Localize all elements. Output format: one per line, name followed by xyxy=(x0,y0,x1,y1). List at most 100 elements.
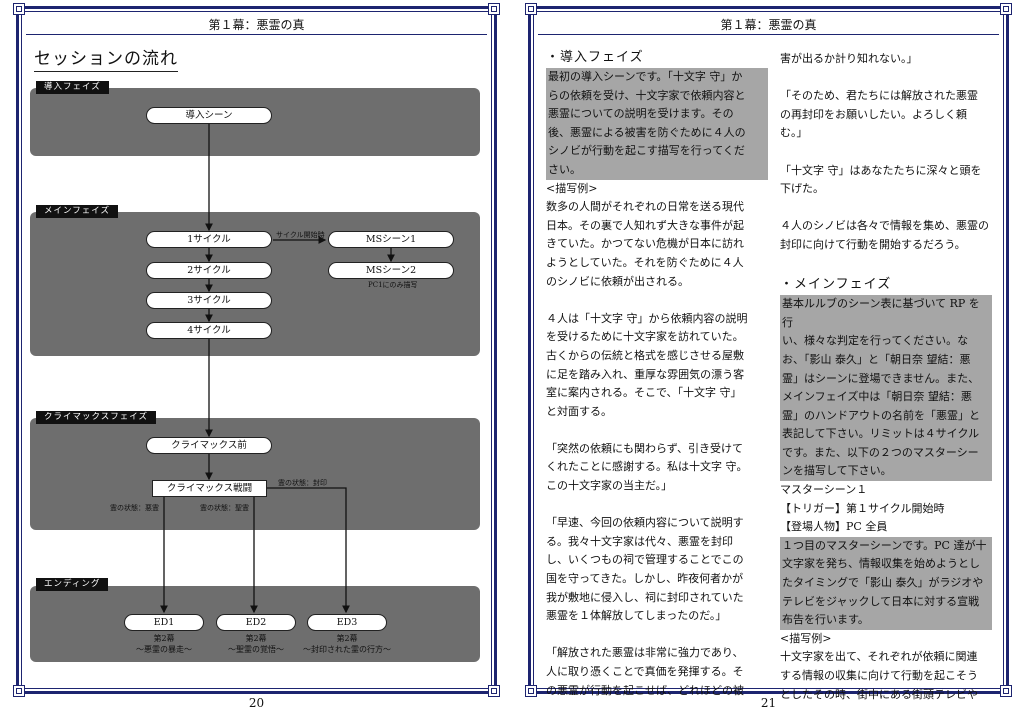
highlight-block: １つ目のマスターシーンです。PC 達が十 文字家を発ち、情報収集を始めようとし … xyxy=(780,536,992,630)
text-line: 布告を行います。 xyxy=(782,613,869,627)
text-line: を受けるために十文字家を訪れていた。 xyxy=(546,330,744,344)
text-line: む。」 xyxy=(780,126,808,140)
ending-caption-1: 第2幕 ～悪霊の暴走～ xyxy=(114,633,214,655)
header-rule xyxy=(26,34,487,35)
text-line: としたその時、街中にある街頭テレビや xyxy=(780,687,978,701)
text-line: 「突然の依頼にも関わらず、引き受けて xyxy=(546,441,744,455)
ending-subtitle: ～悪霊の暴走～ xyxy=(136,645,192,654)
note-state-sealed: 霊の状態：封印 xyxy=(278,479,327,487)
phase-label-intro: 導入フェイズ xyxy=(36,81,109,94)
text-line: 後、悪霊による被害を防ぐために４人の xyxy=(548,125,746,139)
text-line: 十文字家を出て、それぞれが依頼に関連 xyxy=(780,650,978,664)
example-label: <描写例> xyxy=(546,181,598,195)
page-frame xyxy=(528,6,1009,694)
text-line: 「解放された悪霊は非常に強力であり、 xyxy=(546,646,744,660)
text-line: 最初の導入シーンです。「十文字 守」か xyxy=(548,70,743,83)
section-title: セッションの流れ xyxy=(34,44,178,72)
node-climax-battle: クライマックス戦闘 xyxy=(152,480,267,497)
cast-line: 【登場人物】PC 全員 xyxy=(780,520,888,534)
text-line: 数多の人間がそれぞれの日常を送る現代 xyxy=(546,200,744,214)
corner-ornament xyxy=(488,3,500,15)
corner-ornament xyxy=(488,685,500,697)
ending-act: 第2幕 xyxy=(245,634,267,643)
phase-panel-climax xyxy=(30,418,480,530)
text-line: する情報の収集に向けて行動を起こそう xyxy=(780,669,978,682)
master-scene-title: マスターシーン１ xyxy=(780,483,868,497)
left-page: 第１幕：悪霊の真 セッションの流れ 導入フェイズ メインフェイズ クライマックス… xyxy=(13,3,500,697)
note-state-pacified: 霊の状態：聖霊 xyxy=(200,504,249,512)
connector-line xyxy=(267,487,350,614)
page-frame-inner xyxy=(533,11,1004,689)
text-line: 人に取り憑くことで真価を発揮する。そ xyxy=(546,665,744,678)
corner-ornament xyxy=(13,3,25,15)
text-line: 古くからの伝統と格式を感じさせる屋敷 xyxy=(546,348,744,362)
page-number-left: 20 xyxy=(248,696,265,710)
right-page: 第１幕：悪霊の真 ・導入フェイズ 最初の導入シーンです。「十文字 守」か らの依… xyxy=(525,3,1012,701)
text-line: 封印に向けて行動を開始するだろう。 xyxy=(780,237,966,251)
text-line: たタイミングで「影山 泰久」がラジオや xyxy=(782,576,984,590)
node-intro-scene: 導入シーン xyxy=(146,107,272,124)
highlight-block: 基本ルルブのシーン表に基づいて RP を行 い、様々な判定を行ってください。な … xyxy=(780,295,992,482)
text-line: お、「影山 泰久」と「朝日奈 望結：悪 xyxy=(782,352,971,366)
text-line: と対面する。 xyxy=(546,404,612,418)
text-line: る。我々十文字家は代々、悪霊を封印 xyxy=(546,534,733,548)
node-ed1: ED1 xyxy=(124,614,204,631)
text-line: 基本ルルブのシーン表に基づいて RP を行 xyxy=(782,297,980,329)
text-line: 「十文字 守」はあなたたちに深々と頭を xyxy=(780,163,982,177)
text-line: テレビをジャックして日本に対する宣戦 xyxy=(782,594,980,608)
text-line: 我が敷地に侵入し、祠に封印されていた xyxy=(546,590,744,604)
text-line: 「早速、今回の依頼内容について説明す xyxy=(546,516,744,530)
ending-subtitle: ～聖霊の覚悟～ xyxy=(228,645,284,654)
text-line: 国を守ってきた。しかし、昨夜何者かが xyxy=(546,572,744,586)
text-line: い、様々な判定を行ってください。な xyxy=(782,334,969,348)
node-cycle-1: 1サイクル xyxy=(146,231,272,248)
text-line: に足を踏み入れ、重厚な雰囲気の漂う客 xyxy=(546,367,745,381)
node-climax-before: クライマックス前 xyxy=(146,437,272,454)
text-line: 霊」はシーンに登場できません。また、 xyxy=(782,371,980,385)
text-line: らの依頼を受け、十文字家で依頼内容と xyxy=(548,88,746,102)
text-line: さい。 xyxy=(548,162,581,176)
text-line: 日本。その裏で人知れず大きな事件が起 xyxy=(546,218,744,232)
note-pc1-only: PC1にのみ描写 xyxy=(368,281,418,289)
text-column-1: ・導入フェイズ 最初の導入シーンです。「十文字 守」か らの依頼を受け、十文字家… xyxy=(546,46,768,700)
text-line: 文字家を発ち、情報収集を始めようとし xyxy=(782,557,980,571)
text-line: し、いくつもの祠で管理することでこの xyxy=(546,553,744,567)
text-line: ようとしていた。それを防ぐために４人 xyxy=(546,255,744,269)
text-line: 悪霊についての説明を受けます。その xyxy=(548,107,734,121)
phase-label-ending: エンディング xyxy=(36,578,109,591)
text-column-2: 害が出るか計り知れない。」 「そのため、君たちには解放された悪霊 の再封印をお願… xyxy=(780,50,992,704)
text-line: の悪霊が行動を起こせば、どれほどの被 xyxy=(546,683,744,697)
node-cycle-4: 4サイクル xyxy=(146,322,272,339)
example-label: <描写例> xyxy=(780,631,832,645)
text-line: １つ目のマスターシーンです。PC 達が十 xyxy=(782,538,987,552)
ending-act: 第2幕 xyxy=(336,634,358,643)
text-line: メインフェイズ中は「朝日奈 望結：悪 xyxy=(782,390,972,404)
text-line: です。また、以下の２つのマスターシー xyxy=(782,445,979,459)
phase-label-main: メインフェイズ xyxy=(36,205,118,218)
page-frame xyxy=(16,6,497,694)
corner-ornament xyxy=(525,3,537,15)
note-cycle-start: サイクル開始時 xyxy=(276,231,325,239)
text-line: 表記して下さい。リミットは４サイクル xyxy=(782,427,980,441)
node-ms-scene-1: MSシーン1 xyxy=(328,231,454,248)
text-line: ４人は「十文字 守」から依頼内容の説明 xyxy=(546,311,748,325)
node-cycle-3: 3サイクル xyxy=(146,292,272,309)
highlight-block: 最初の導入シーンです。「十文字 守」か らの依頼を受け、十文字家で依頼内容と 悪… xyxy=(546,68,768,180)
note-state-evil: 霊の状態：悪霊 xyxy=(110,504,159,512)
ending-act: 第2幕 xyxy=(153,634,175,643)
text-line: この十文字家の当主だ。」 xyxy=(546,479,673,493)
section-heading-intro: ・導入フェイズ xyxy=(546,50,644,65)
text-line: の再封印をお願いしたい。よろしく頼 xyxy=(780,107,967,121)
ending-subtitle: ～封印された霊の行方～ xyxy=(303,645,391,654)
node-ms-scene-2: MSシーン2 xyxy=(328,262,454,279)
running-head: 第１幕：悪霊の真 xyxy=(720,18,817,32)
text-line: シノビが行動を起こす描写を行ってくだ xyxy=(548,144,745,158)
corner-ornament xyxy=(1000,685,1012,697)
header-rule xyxy=(538,34,999,35)
trigger-line: 【トリガー】第１サイクル開始時 xyxy=(780,501,945,515)
page-frame-inner xyxy=(21,11,492,689)
section-heading-main: ・メインフェイズ xyxy=(780,277,892,293)
text-line: ４人のシノビは各々で情報を集め、悪霊の xyxy=(780,219,989,233)
page-number-right: 21 xyxy=(760,696,777,710)
text-line: 害が出るか計り知れない。」 xyxy=(780,52,918,65)
